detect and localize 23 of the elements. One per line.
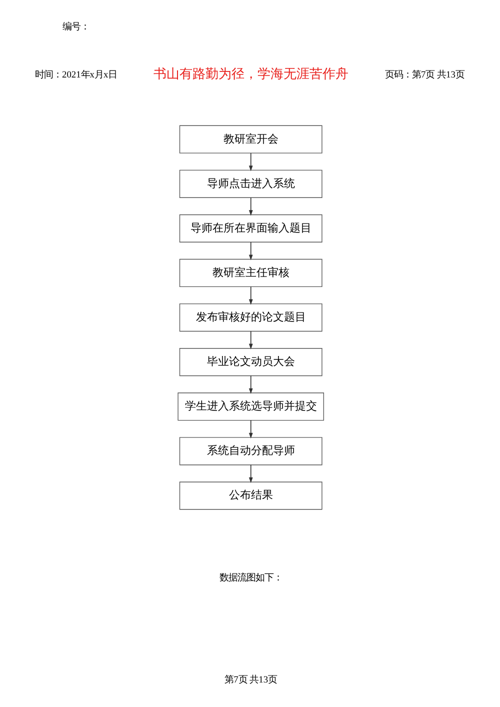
node-box: 学生进入系统选导师并提交	[178, 392, 324, 421]
node-box: 导师点击进入系统	[179, 170, 322, 198]
arrow	[248, 152, 253, 172]
arrow	[248, 242, 253, 260]
node-box: 毕业论文动员大会	[179, 348, 322, 376]
node-box: 发布审核好的论文题目	[179, 303, 322, 332]
node-box: 系统自动分配导师	[179, 437, 322, 466]
label: 书山有路勤为径，学海无涯苦作舟	[153, 67, 348, 82]
node-box: 教研室主任审核	[179, 258, 322, 288]
node-box: 导师在所在界面输入题目	[179, 214, 322, 242]
label: 编号：	[62, 22, 90, 33]
label: 时间：2021年x月x日	[35, 70, 118, 80]
node-box: 公布结果	[179, 482, 322, 510]
arrow	[248, 330, 253, 350]
arrow	[248, 286, 253, 305]
arrow	[248, 375, 253, 394]
label: 页码：第7页 共13页	[385, 70, 464, 80]
label: 第7页 共13页	[224, 675, 278, 686]
arrow	[248, 420, 253, 438]
arrow	[248, 197, 253, 216]
node-box: 教研室开会	[179, 125, 322, 154]
label: 数据流图如下：	[219, 573, 282, 584]
arrow	[248, 464, 253, 483]
